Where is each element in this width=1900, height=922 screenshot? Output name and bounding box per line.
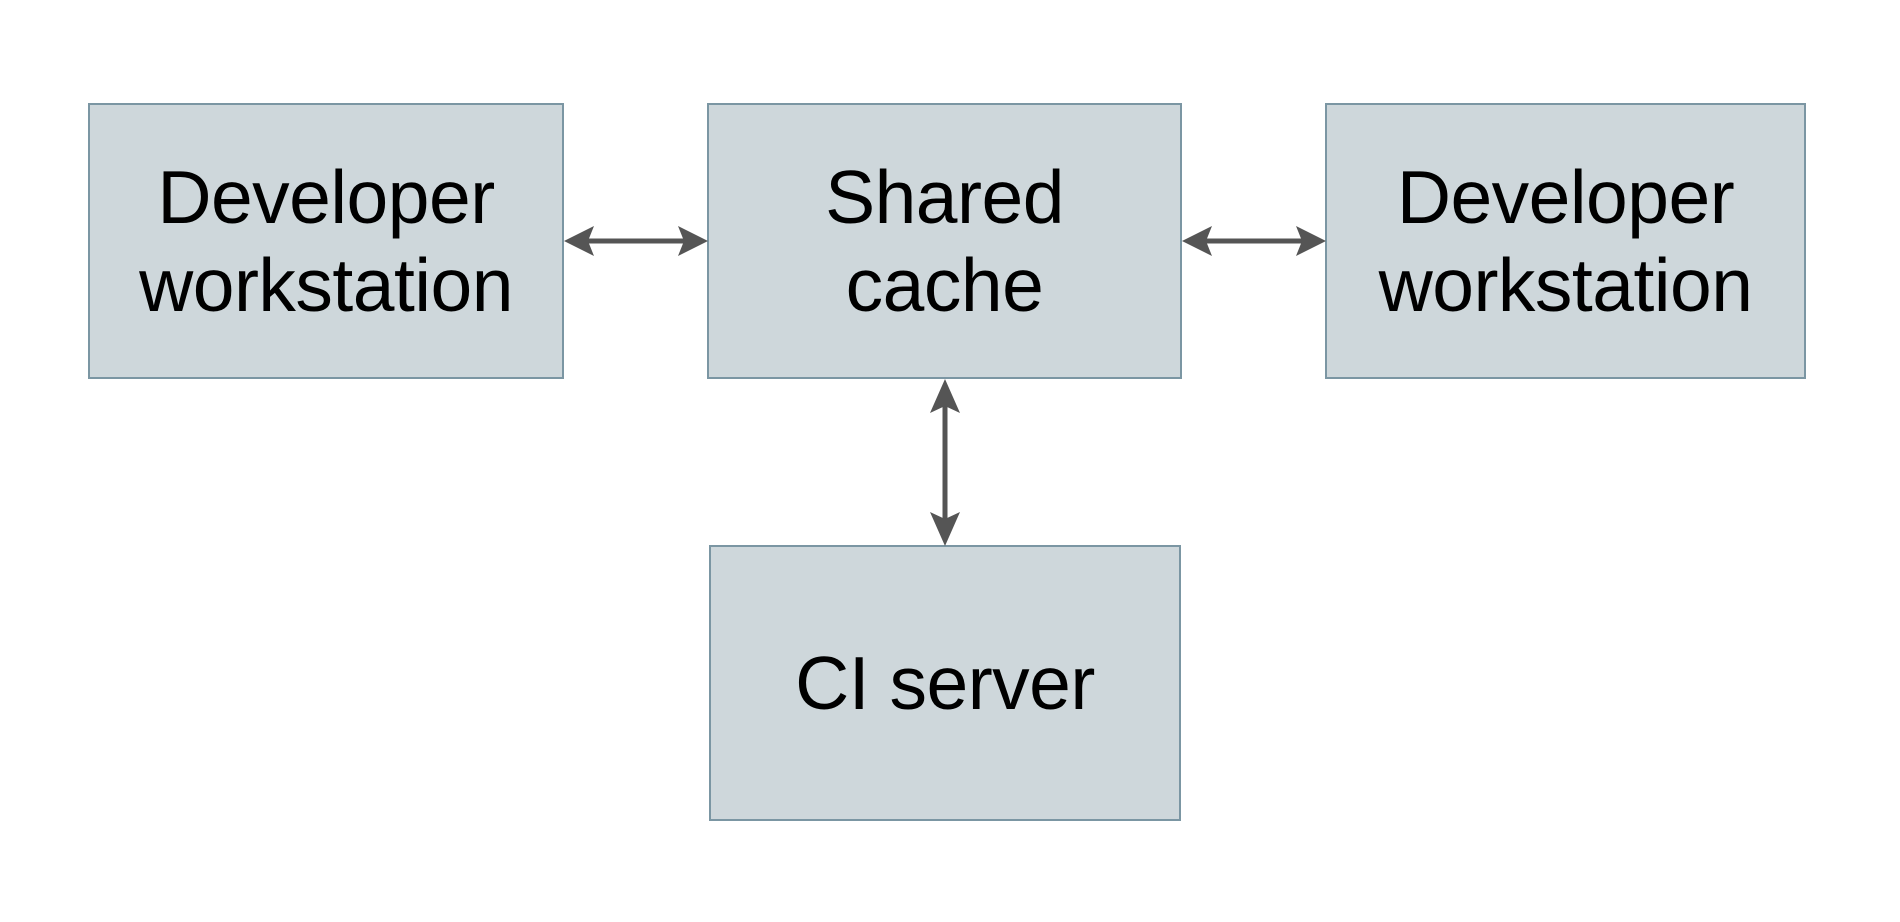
edge-left-workstation-to-cache[interactable] xyxy=(564,215,708,267)
double-arrow-icon xyxy=(1182,226,1326,256)
double-arrow-icon xyxy=(930,379,960,546)
node-developer-workstation-right[interactable]: Developer workstation xyxy=(1325,103,1806,379)
double-arrow-icon xyxy=(564,226,708,256)
node-shared-cache[interactable]: Shared cache xyxy=(707,103,1182,379)
node-label: Developer workstation xyxy=(139,154,513,328)
edge-cache-to-right-workstation[interactable] xyxy=(1182,215,1326,267)
node-label: Developer workstation xyxy=(1378,154,1753,328)
node-developer-workstation-left[interactable]: Developer workstation xyxy=(88,103,564,379)
node-label: CI server xyxy=(795,640,1095,725)
node-ci-server[interactable]: CI server xyxy=(709,545,1181,821)
node-label: Shared cache xyxy=(825,154,1064,328)
edge-ci-server-to-cache[interactable] xyxy=(919,379,971,546)
